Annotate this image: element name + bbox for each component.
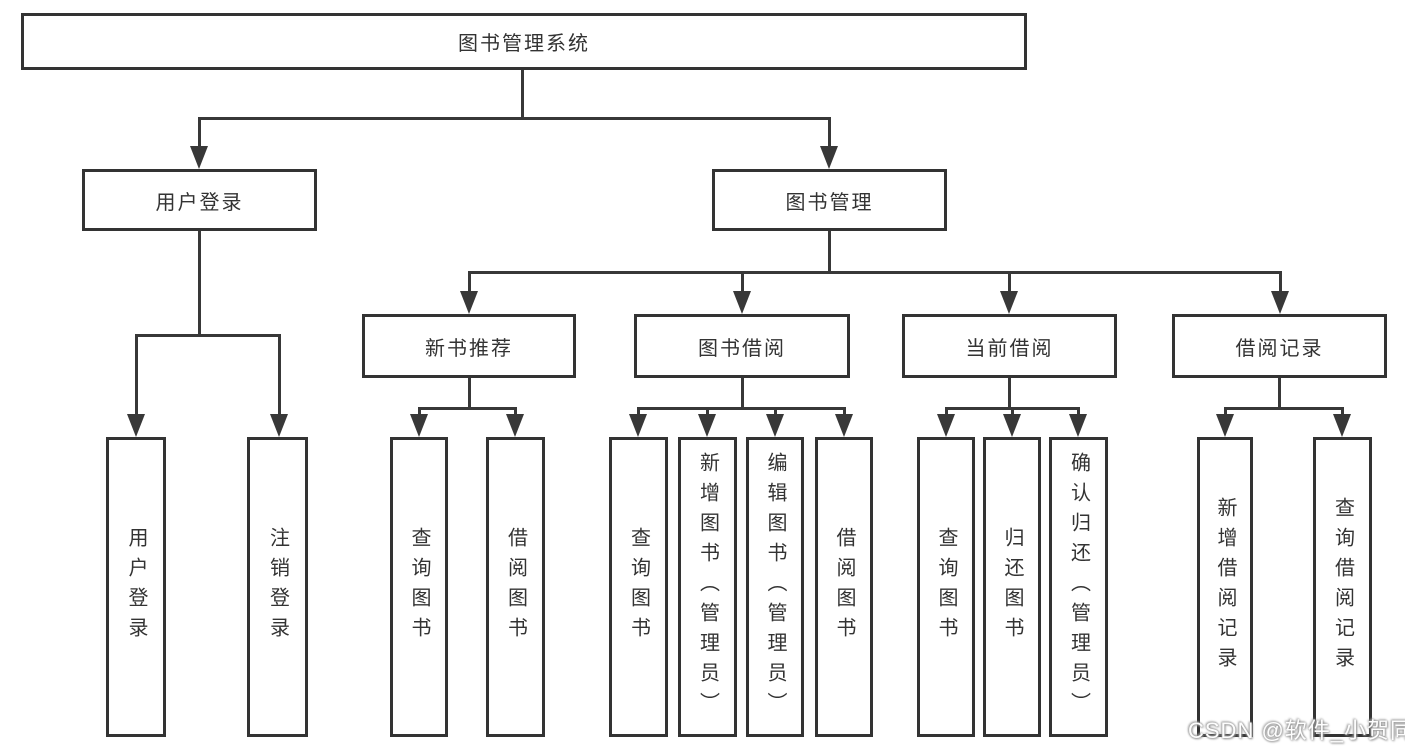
node-label: 图书管理 [785,191,874,214]
leaf-label: 注销登录 [266,527,289,647]
connector-arrow [1069,414,1087,437]
leaf-label: 查询借阅记录 [1331,497,1354,677]
connector-arrow [410,414,428,437]
leaf-label: 查询图书 [408,527,430,647]
connector-line [514,407,517,416]
connector-arrow [1003,414,1021,437]
leaf-label: 确认归还（管理员） [1067,452,1090,722]
leaf-query-books-current: 查询图书 [917,437,975,737]
leaf-logout-login: 注销登录 [247,437,308,737]
connector-line [945,407,948,416]
connector-line [468,271,471,293]
connector-line [828,117,831,149]
leaf-query-borrow-record: 查询借阅记录 [1313,437,1372,737]
leaf-label: 新增借阅记录 [1214,497,1236,677]
node-label: 当前借阅 [965,337,1054,360]
node-borrowing-records: 借阅记录 [1172,314,1387,378]
connector-arrow [835,414,853,437]
connector-line [418,407,517,410]
connector-line [1008,271,1011,293]
connector-line [706,407,709,416]
node-label: 图书管理系统 [458,33,590,55]
leaf-label: 查询图书 [627,527,650,647]
connector-line [1011,407,1014,416]
connector-arrow [127,414,145,437]
connector-line [198,117,831,120]
connector-line [1279,271,1282,293]
node-label: 新书推荐 [425,337,513,360]
connector-line [741,378,744,409]
leaf-return-books: 归还图书 [983,437,1041,737]
leaf-query-books-recommend: 查询图书 [390,437,448,737]
leaf-confirm-return-admin: 确认归还（管理员） [1049,437,1108,737]
connector-line [828,231,831,273]
node-user-login: 用户登录 [82,169,317,231]
connector-arrow [1000,291,1018,314]
connector-arrow [937,414,955,437]
connector-arrow [460,291,478,314]
connector-arrow [1216,414,1234,437]
node-label: 用户登录 [155,191,244,214]
connector-arrow [766,414,784,437]
connector-line [521,70,524,118]
connector-arrow [733,291,751,314]
connector-arrow [506,414,524,437]
leaf-borrow-books-borrowing: 借阅图书 [815,437,873,737]
connector-line [1278,378,1281,409]
leaf-label: 编辑图书（管理员） [764,452,786,722]
connector-line [198,117,201,149]
connector-line [843,407,846,416]
connector-arrow [190,146,208,169]
connector-line [468,378,471,409]
connector-arrow [1333,414,1351,437]
connector-line [1224,407,1344,410]
connector-line [1224,407,1227,416]
connector-line [741,271,744,293]
leaf-user-login: 用户登录 [106,437,166,737]
leaf-label: 用户登录 [125,527,147,647]
connector-line [637,407,846,410]
connector-line [418,407,421,416]
connector-line [468,271,1282,274]
connector-line [1008,378,1011,409]
connector-arrow [820,146,838,169]
leaf-edit-books-admin: 编辑图书（管理员） [746,437,804,737]
leaf-label: 借阅图书 [504,527,527,647]
node-book-management-system: 图书管理系统 [21,13,1027,70]
leaf-label: 新增图书（管理员） [696,452,719,722]
connector-line [1341,407,1344,416]
leaf-label: 借阅图书 [833,527,855,647]
leaf-query-books-borrowing: 查询图书 [609,437,668,737]
node-book-management: 图书管理 [712,169,947,231]
node-new-book-recommend: 新书推荐 [362,314,576,378]
leaf-label: 归还图书 [1001,527,1023,647]
connector-arrow [698,414,716,437]
connector-line [198,231,201,336]
node-label: 借阅记录 [1235,337,1324,360]
connector-line [135,334,138,416]
connector-arrow [270,414,288,437]
csdn-watermark: CSDN @软件_小贺同学 [1188,718,1405,743]
connector-arrow [1271,291,1289,314]
connector-line [278,334,281,416]
connector-arrow [629,414,647,437]
connector-line [1077,407,1080,416]
leaf-borrow-books-recommend: 借阅图书 [486,437,545,737]
leaf-label: 查询图书 [935,527,957,647]
connector-line [637,407,640,416]
node-book-borrowing: 图书借阅 [634,314,850,378]
node-label: 图书借阅 [698,337,786,360]
leaf-add-books-admin: 新增图书（管理员） [678,437,737,737]
connector-line [135,334,281,337]
connector-line [774,407,777,416]
node-current-borrowing: 当前借阅 [902,314,1117,378]
leaf-add-borrow-record: 新增借阅记录 [1197,437,1253,737]
